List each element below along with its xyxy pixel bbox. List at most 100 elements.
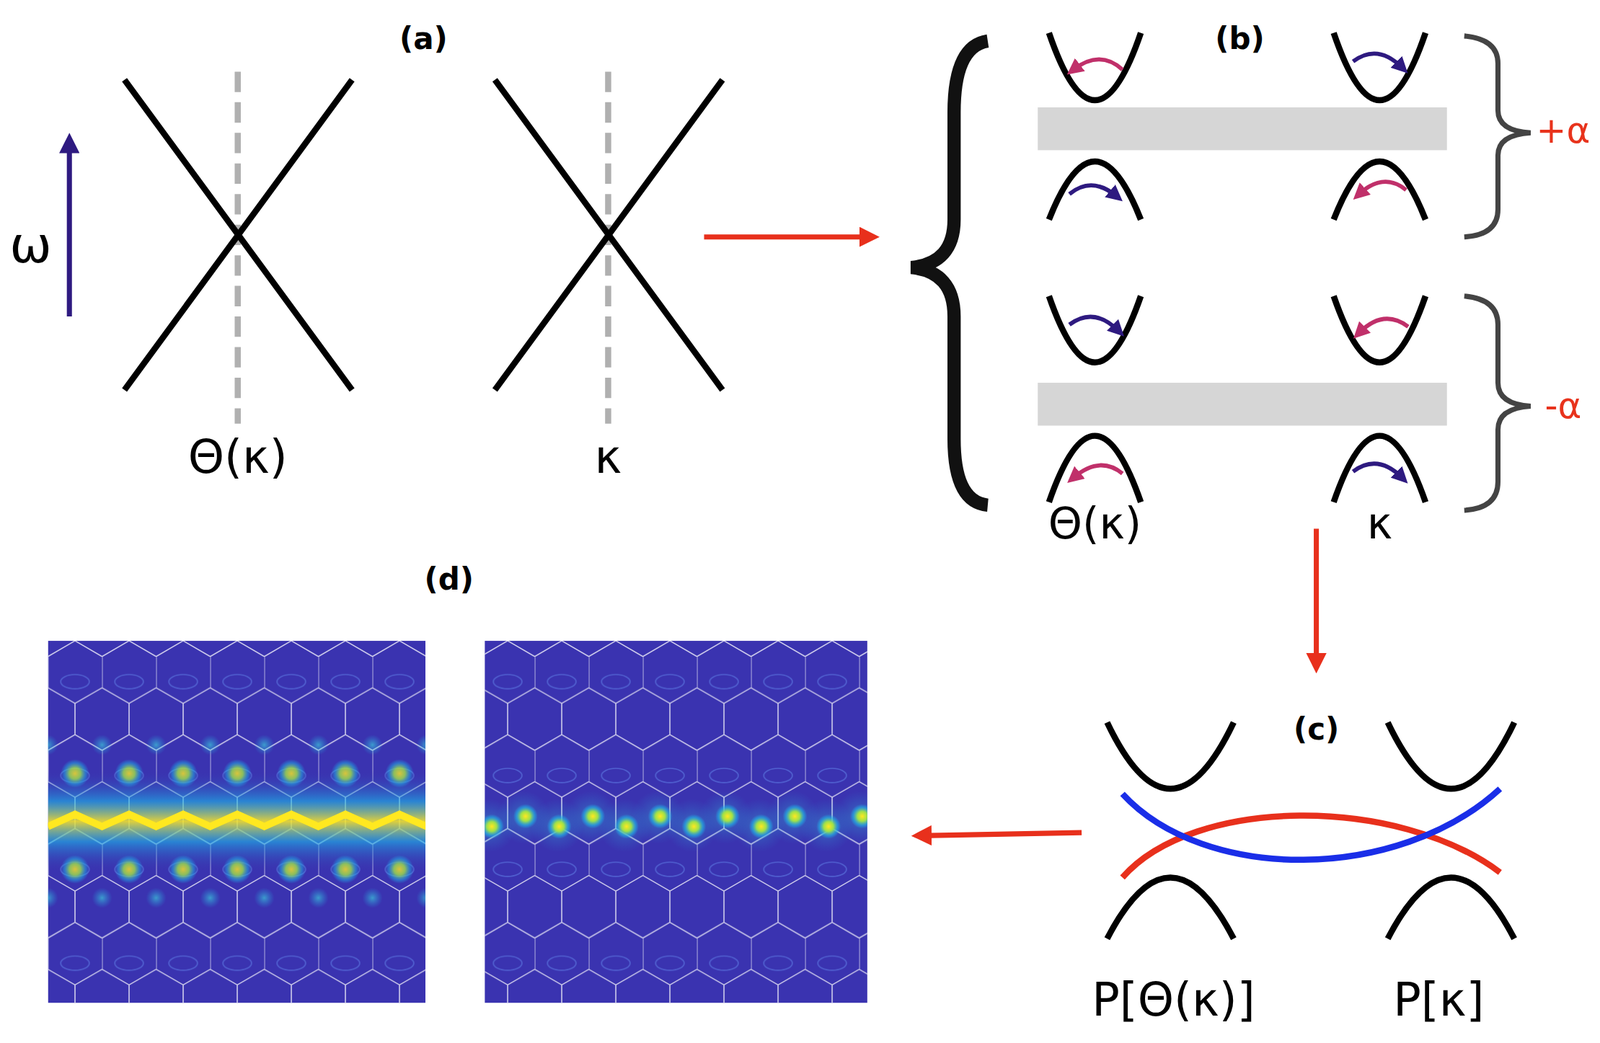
curved-arrow	[1353, 463, 1403, 478]
field-spots	[484, 790, 868, 853]
field-ridge	[48, 814, 427, 828]
field-spot	[145, 734, 166, 755]
flow-arrow	[703, 234, 869, 240]
bracket	[1464, 296, 1531, 511]
field-map-left	[48, 641, 427, 1003]
dashed-line	[604, 71, 611, 424]
band-gap	[1037, 107, 1447, 150]
lattice	[484, 641, 868, 1003]
panel-c	[1106, 722, 1515, 939]
field-spot	[614, 814, 639, 840]
field-spot	[580, 804, 605, 830]
dirac-cone	[124, 80, 353, 391]
field-spot	[330, 759, 360, 789]
field-spot	[60, 855, 90, 885]
field-spot	[385, 759, 414, 789]
curved-arrow	[1353, 53, 1403, 68]
momentum-label: κ	[1367, 501, 1393, 546]
field-spot	[385, 855, 414, 885]
curved-arrow	[1069, 185, 1117, 197]
curved-arrow	[1073, 59, 1123, 70]
field-spot	[253, 734, 274, 755]
field-spot	[222, 855, 252, 885]
dirac-cone	[124, 80, 353, 391]
curly-brace	[911, 41, 988, 506]
band	[1388, 877, 1515, 939]
field-spot	[648, 804, 673, 830]
field-spot	[715, 804, 740, 830]
field-spot	[91, 734, 112, 755]
field-spot	[416, 734, 426, 755]
curved-arrow	[1073, 465, 1123, 479]
field-spot	[168, 855, 198, 885]
field-spot	[513, 804, 538, 830]
field-spot	[816, 814, 841, 840]
band	[1333, 33, 1426, 101]
field-spot	[782, 804, 807, 830]
field-spot	[60, 759, 90, 789]
band	[1106, 722, 1233, 789]
parameter-label: -α	[1545, 387, 1582, 424]
band	[1049, 436, 1141, 503]
panel-label: (c)	[1293, 714, 1339, 745]
field-spot	[749, 814, 774, 840]
momentum-label: κ	[594, 434, 623, 481]
bracket	[1464, 36, 1531, 238]
curved-arrow	[1359, 318, 1409, 333]
panel-a	[69, 71, 723, 424]
field-spot	[222, 759, 252, 789]
momentum-label: Θ(κ)	[1048, 501, 1142, 546]
field-spot	[276, 855, 306, 885]
curved-arrow	[1359, 181, 1407, 194]
band	[1049, 296, 1141, 363]
band	[1106, 877, 1233, 939]
field-spot	[361, 888, 383, 909]
panel-label: (d)	[423, 564, 474, 595]
dashed-line	[234, 71, 241, 424]
edge-state	[1122, 788, 1501, 861]
chirality-arrows	[1069, 53, 1409, 478]
band	[1333, 161, 1426, 220]
projected-label: P[κ]	[1393, 977, 1484, 1024]
field-spot	[48, 888, 59, 909]
field-spot	[307, 734, 329, 755]
field-spot	[91, 888, 112, 909]
field-spot	[850, 804, 868, 830]
parameter-label: +α	[1536, 112, 1591, 149]
axis-label: ω	[9, 219, 52, 271]
momentum-label: Θ(κ)	[188, 434, 288, 481]
band	[1049, 161, 1141, 220]
field-spot	[681, 814, 706, 840]
projected-label: P[Θ(κ)]	[1091, 977, 1256, 1024]
panel-label: (b)	[1214, 23, 1264, 55]
field-spot	[199, 888, 220, 909]
panel-label: (a)	[399, 23, 448, 55]
field-spot	[48, 734, 59, 755]
curved-arrow	[1069, 316, 1119, 331]
bands	[1049, 33, 1426, 503]
band	[1333, 436, 1426, 503]
field-spot	[276, 759, 306, 789]
field-spot	[199, 734, 220, 755]
field-map-right	[484, 641, 868, 1003]
field-spot	[168, 759, 198, 789]
frequency-axis	[67, 142, 73, 317]
panel-b	[911, 33, 1531, 511]
field-spot	[114, 855, 144, 885]
band	[1333, 296, 1426, 363]
field-spot	[114, 759, 144, 789]
field-spot	[484, 814, 505, 840]
band-gap	[1037, 382, 1447, 426]
field-spot	[833, 790, 868, 845]
field-ground	[484, 641, 868, 1003]
field-spot	[307, 888, 329, 909]
field-spot	[330, 855, 360, 885]
field-spot	[253, 888, 274, 909]
flow-arrow	[921, 832, 1082, 836]
dirac-cone	[494, 80, 723, 391]
field-spots	[48, 734, 427, 909]
field-spot	[361, 734, 383, 755]
field-spot	[547, 814, 572, 840]
